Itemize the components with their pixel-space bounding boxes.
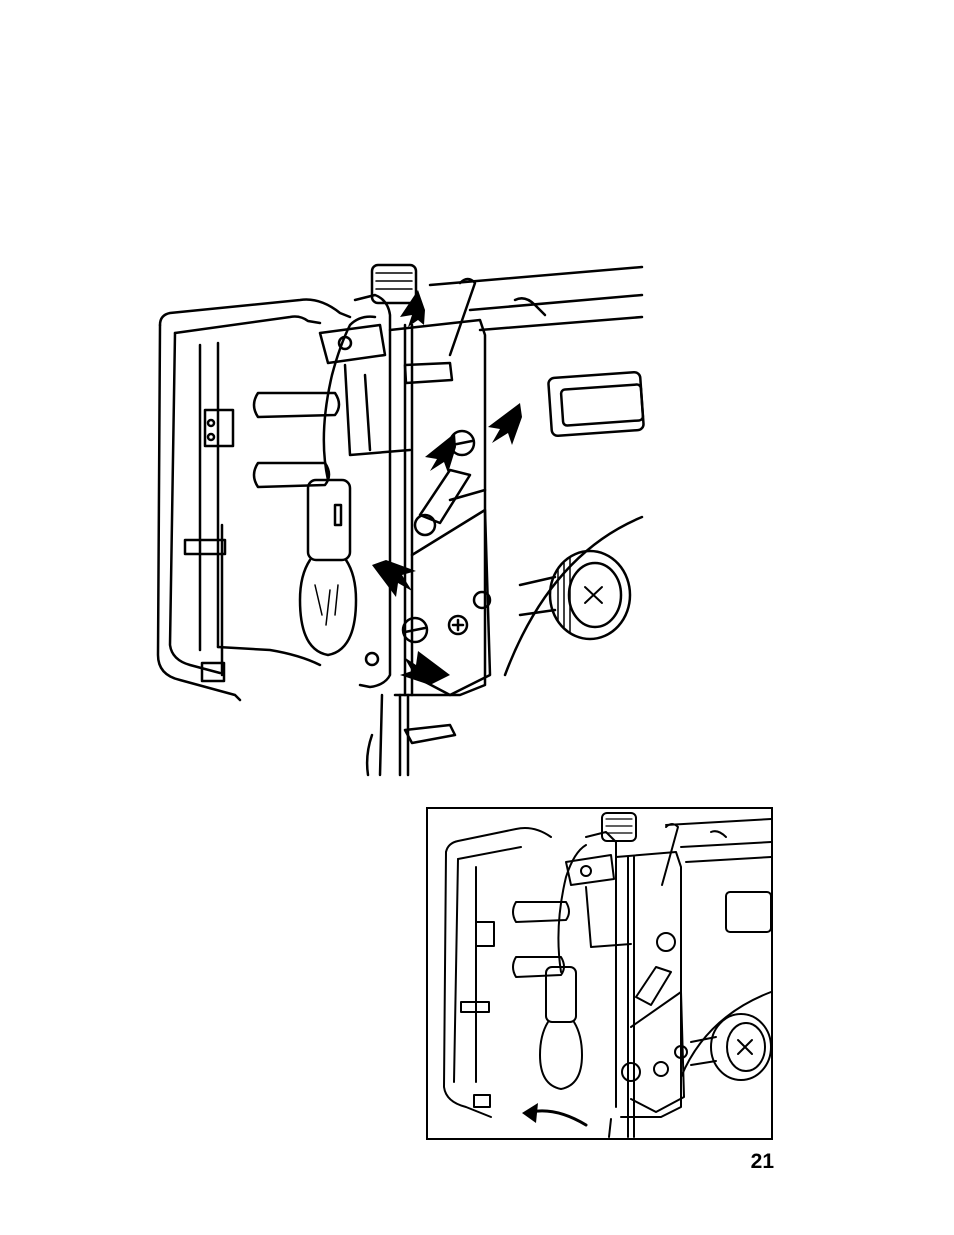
- page-number: 21: [751, 1150, 774, 1174]
- main-illustration: [150, 255, 650, 780]
- inset-illustration: [426, 807, 777, 1144]
